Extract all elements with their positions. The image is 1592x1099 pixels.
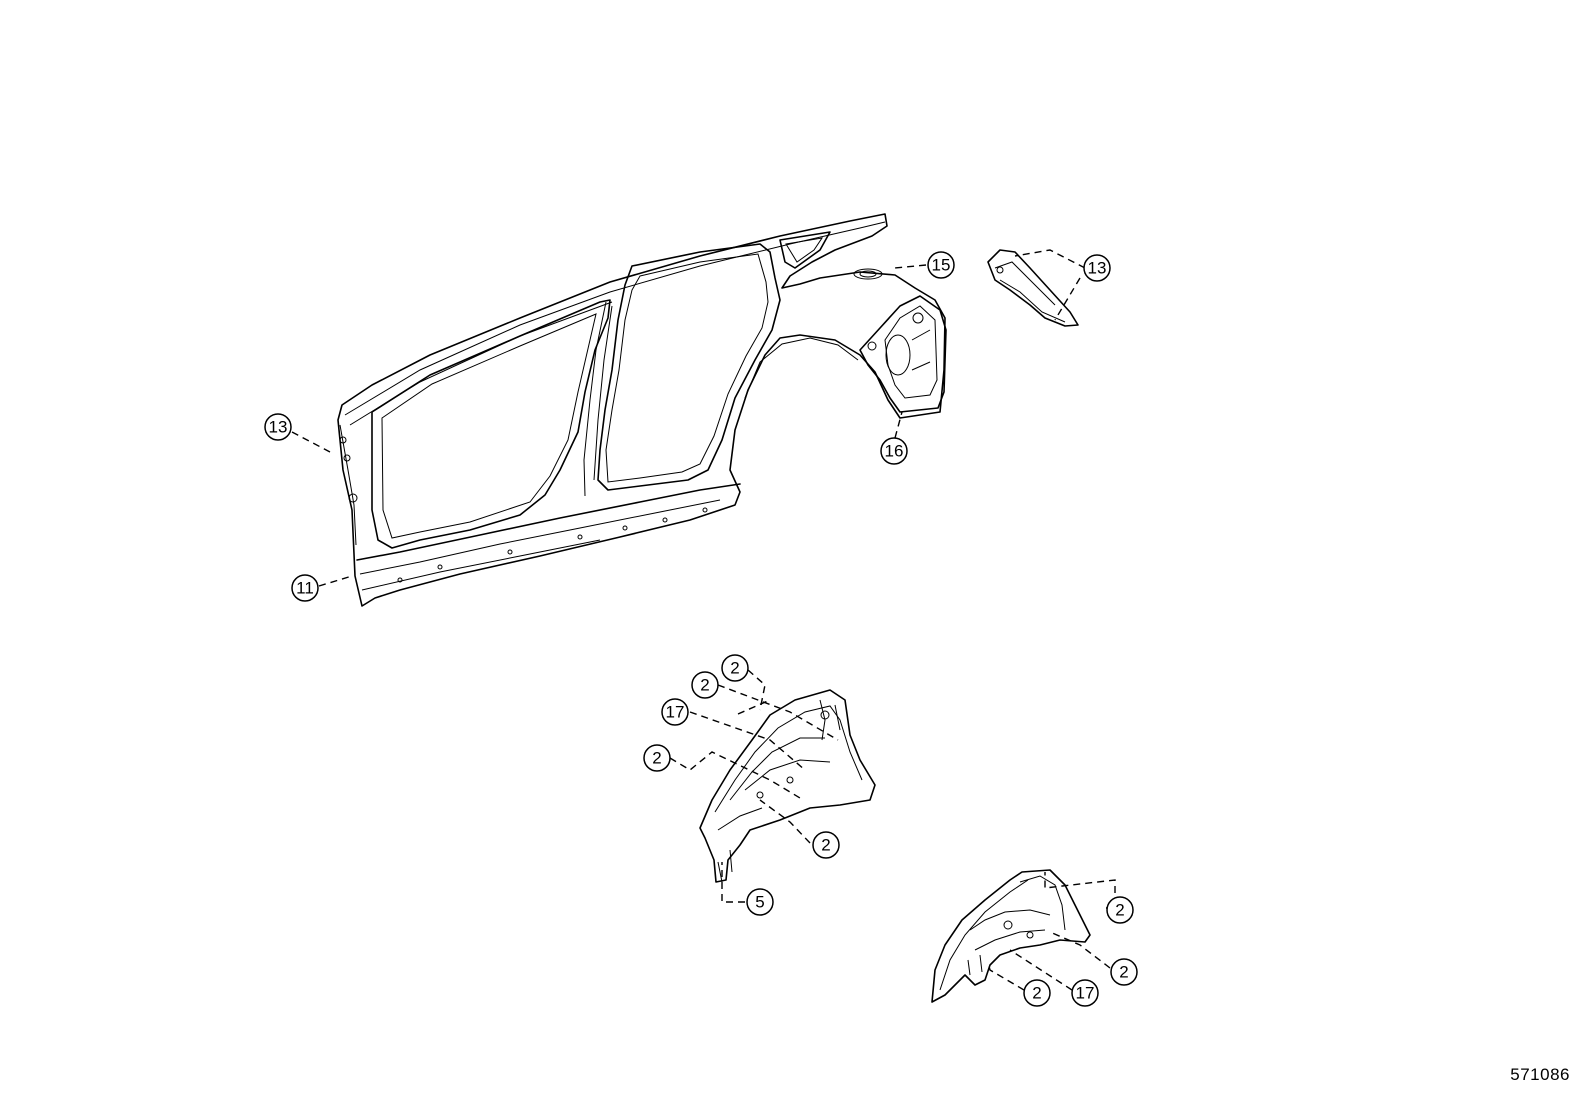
leader-2f xyxy=(1049,931,1111,969)
leader-5 xyxy=(721,862,745,903)
callout-17-a[interactable]: 17 xyxy=(661,698,689,726)
leader-15 xyxy=(894,264,927,269)
callout-2-g[interactable]: 2 xyxy=(1023,979,1051,1007)
callout-circle xyxy=(746,888,774,916)
leader-2e xyxy=(1044,872,1116,909)
wheel-house-inner xyxy=(699,689,876,883)
callout-2-e[interactable]: 2 xyxy=(1106,896,1134,924)
callout-circle xyxy=(643,744,671,772)
callout-circle xyxy=(721,654,749,682)
callout-17-b[interactable]: 17 xyxy=(1071,979,1099,1007)
leader-2b xyxy=(717,684,839,741)
callout-circle xyxy=(812,831,840,859)
callout-label: 2 xyxy=(1032,984,1041,1003)
callout-label: 13 xyxy=(269,418,288,437)
callout-circle xyxy=(927,251,955,279)
leader-13-left xyxy=(291,431,331,453)
callout-16[interactable]: 16 xyxy=(880,437,908,465)
callout-circle xyxy=(691,671,719,699)
leader-lines xyxy=(291,249,1116,991)
callout-label: 2 xyxy=(700,676,709,695)
callout-label: 15 xyxy=(932,256,951,275)
callout-label: 17 xyxy=(1076,984,1095,1003)
callout-circle xyxy=(1071,979,1099,1007)
leader-17a xyxy=(689,699,806,771)
callout-13-left[interactable]: 13 xyxy=(264,413,292,441)
illustration-reference-number: 571086 xyxy=(1510,1065,1570,1084)
side-outer-panel xyxy=(337,213,946,607)
callout-label: 16 xyxy=(885,442,904,461)
callout-circle xyxy=(264,413,292,441)
callout-2-b[interactable]: 2 xyxy=(691,671,719,699)
callout-label: 5 xyxy=(755,893,764,912)
callout-label: 2 xyxy=(821,836,830,855)
leader-16 xyxy=(894,411,903,439)
leader-11 xyxy=(318,575,353,587)
leader-13-right xyxy=(1014,249,1086,321)
leader-2c xyxy=(669,751,801,799)
callout-label: 17 xyxy=(666,703,685,722)
callout-circle xyxy=(880,437,908,465)
callout-label: 13 xyxy=(1088,259,1107,278)
callout-circle xyxy=(661,698,689,726)
leader-2g xyxy=(987,961,1025,991)
callout-label: 2 xyxy=(730,659,739,678)
callout-11[interactable]: 11 xyxy=(291,574,319,602)
callout-2-a[interactable]: 2 xyxy=(721,654,749,682)
callout-circle xyxy=(1106,896,1134,924)
callout-label: 11 xyxy=(296,579,314,598)
callout-circle xyxy=(1083,254,1111,282)
callout-2-d[interactable]: 2 xyxy=(812,831,840,859)
callout-circle xyxy=(1110,958,1138,986)
bracket-part xyxy=(987,249,1079,327)
leader-2d xyxy=(759,799,811,844)
callout-label: 2 xyxy=(1115,901,1124,920)
callout-13-right[interactable]: 13 xyxy=(1083,254,1111,282)
callout-15[interactable]: 15 xyxy=(927,251,955,279)
callout-label: 2 xyxy=(652,749,661,768)
callout-circle xyxy=(1023,979,1051,1007)
callout-2-f[interactable]: 2 xyxy=(1110,958,1138,986)
quarter-inner-extension xyxy=(859,295,947,413)
leader-2a xyxy=(747,669,766,711)
callout-5[interactable]: 5 xyxy=(746,888,774,916)
leader-17b xyxy=(1009,949,1073,991)
wheel-house-outer xyxy=(931,869,1091,1003)
callout-circle xyxy=(291,574,319,602)
callout-2-c[interactable]: 2 xyxy=(643,744,671,772)
callout-label: 2 xyxy=(1119,963,1128,982)
